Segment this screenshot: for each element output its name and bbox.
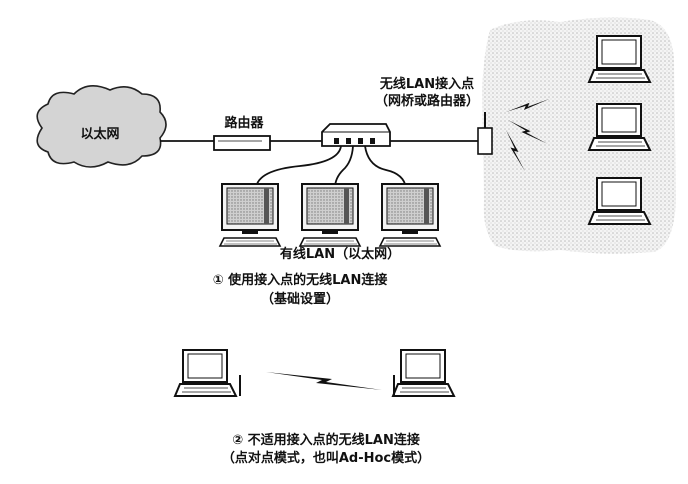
router-label: 路由器 <box>224 116 264 131</box>
wireless-laptop-1 <box>588 35 651 83</box>
mode1-caption: ① 使用接入点的无线LAN连接 <box>212 273 388 288</box>
router <box>213 135 271 151</box>
mode1-subcaption: （基础设置） <box>260 292 339 307</box>
desktop-1 <box>219 183 281 247</box>
mode2-subcaption: （点对点模式，也叫Ad-Hoc模式） <box>221 451 431 466</box>
adhoc-radio-link <box>266 372 382 390</box>
mode2-caption: ② 不适用接入点的无线LAN连接 <box>232 433 420 448</box>
cable-desktop-2 <box>334 145 354 189</box>
wireless-laptop-2 <box>588 103 651 151</box>
ethernet-cloud-shape <box>36 85 167 168</box>
adhoc-laptop-right <box>392 349 455 397</box>
access-point-sublabel: （网桥或路由器） <box>374 94 479 109</box>
access-point-label: 无线LAN接入点 <box>379 77 475 92</box>
hub <box>321 123 391 147</box>
cable-desktop-1 <box>255 145 342 189</box>
access-point <box>477 112 493 155</box>
adhoc-laptop-left <box>174 349 237 397</box>
desktop-3 <box>379 183 441 247</box>
desktop-2 <box>299 183 361 247</box>
wireless-laptop-3 <box>588 177 651 225</box>
wired-lan-label: 有线LAN（以太网） <box>279 247 401 262</box>
ethernet-label: 以太网 <box>80 127 120 142</box>
cable-desktop-3 <box>364 145 407 189</box>
